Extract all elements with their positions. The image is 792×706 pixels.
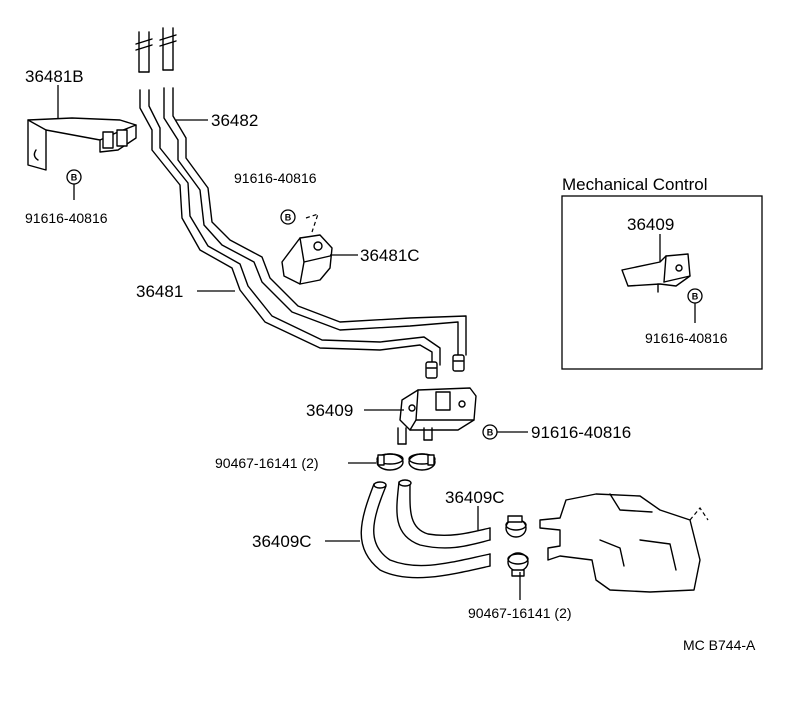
valve-36409 xyxy=(397,387,477,445)
label-91616-40816-valve: 91616-40816 xyxy=(531,423,631,442)
tube-36481 xyxy=(139,89,441,366)
tube-36482 xyxy=(163,87,467,356)
label-36409C-left: 36409C xyxy=(252,532,312,551)
svg-text:B: B xyxy=(487,428,494,438)
label-36409-valve: 36409 xyxy=(306,401,353,420)
inset-label-91616-40816: 91616-40816 xyxy=(645,330,728,346)
svg-text:B: B xyxy=(285,213,292,223)
label-36481B: 36481B xyxy=(25,67,84,86)
bolt-symbol-a: B xyxy=(66,169,82,185)
svg-text:B: B xyxy=(71,173,78,183)
hose-clamps-lower xyxy=(505,515,529,577)
label-36481: 36481 xyxy=(136,282,183,301)
heater-unit xyxy=(539,493,709,593)
inset-label-36409: 36409 xyxy=(627,215,674,234)
label-90467-16141-lower: 90467-16141 (2) xyxy=(468,605,572,621)
bolt-symbol-d: B xyxy=(687,288,703,304)
diagram-code: MC B744-A xyxy=(683,637,756,653)
tube-end-fittings xyxy=(425,354,465,379)
bracket-36481B xyxy=(27,117,137,171)
clamp-36481C xyxy=(281,213,333,285)
label-36409C-right: 36409C xyxy=(445,488,505,507)
inset-title: Mechanical Control xyxy=(562,175,708,194)
label-36482: 36482 xyxy=(211,111,258,130)
bolt-symbol-c: B xyxy=(482,424,498,440)
svg-text:B: B xyxy=(692,292,699,302)
label-36481C: 36481C xyxy=(360,246,420,265)
label-91616-40816-left: 91616-40816 xyxy=(25,210,108,226)
inset-valve-36409 xyxy=(621,253,691,293)
inset-mechanical-control: Mechanical Control 36409 91616-40816 xyxy=(561,175,763,370)
tube-upper-ends xyxy=(135,27,177,73)
hoses-36409C xyxy=(360,479,491,579)
label-90467-16141-upper: 90467-16141 (2) xyxy=(215,455,319,471)
bolt-symbol-b: B xyxy=(280,209,296,225)
hose-clamps-upper xyxy=(376,453,436,471)
label-91616-40816-clamp: 91616-40816 xyxy=(234,170,317,186)
